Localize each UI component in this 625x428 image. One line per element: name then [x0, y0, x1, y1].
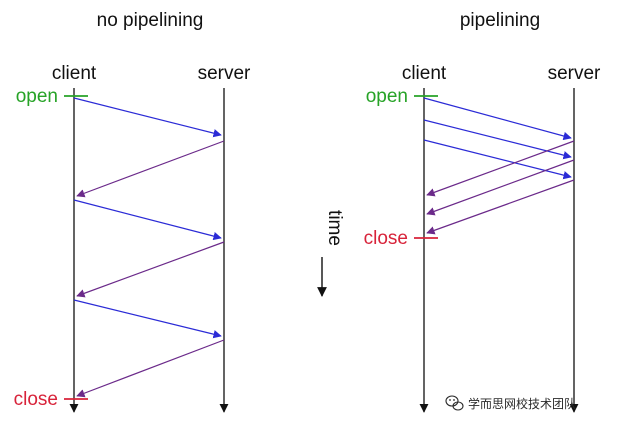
- no-pipelining-server-label: server: [198, 63, 251, 84]
- pipelining-client-label: client: [402, 63, 447, 84]
- pipelined-request-arrow-3: [423, 139, 572, 180]
- watermark-text: 学而思网校技术团队: [468, 396, 576, 411]
- pipelined-response-arrow-2: [426, 159, 575, 216]
- request-arrow-3: [73, 299, 222, 339]
- pipelining-server-label: server: [548, 63, 601, 84]
- response-arrow-1: [76, 140, 225, 198]
- pipelining-close-label: close: [364, 228, 408, 249]
- no-pipelining-open-label: open: [16, 86, 58, 107]
- pipelining-panel: pipelining client server open close: [364, 10, 601, 413]
- no-pipelining-client-label: client: [52, 63, 97, 84]
- watermark: 学而思网校技术团队: [445, 395, 576, 411]
- time-label: time: [324, 210, 345, 246]
- request-arrow-1: [73, 97, 222, 138]
- wechat-icon: [445, 395, 464, 411]
- pipelined-request-arrow-2: [423, 119, 572, 160]
- pipelined-response-arrow-3: [426, 179, 575, 235]
- time-axis: time: [317, 210, 345, 297]
- pipelining-open-label: open: [366, 86, 408, 107]
- response-arrow-2: [76, 241, 225, 298]
- request-arrow-2: [73, 199, 222, 241]
- no-pipelining-close-label: close: [14, 389, 58, 410]
- pipelined-request-arrow-1: [423, 97, 572, 141]
- response-arrow-3: [76, 339, 225, 398]
- pipelining-title: pipelining: [460, 10, 540, 31]
- pipelined-response-arrow-1: [426, 140, 575, 197]
- no-pipelining-panel: no pipelining client server open close: [14, 10, 251, 413]
- no-pipelining-title: no pipelining: [97, 10, 204, 31]
